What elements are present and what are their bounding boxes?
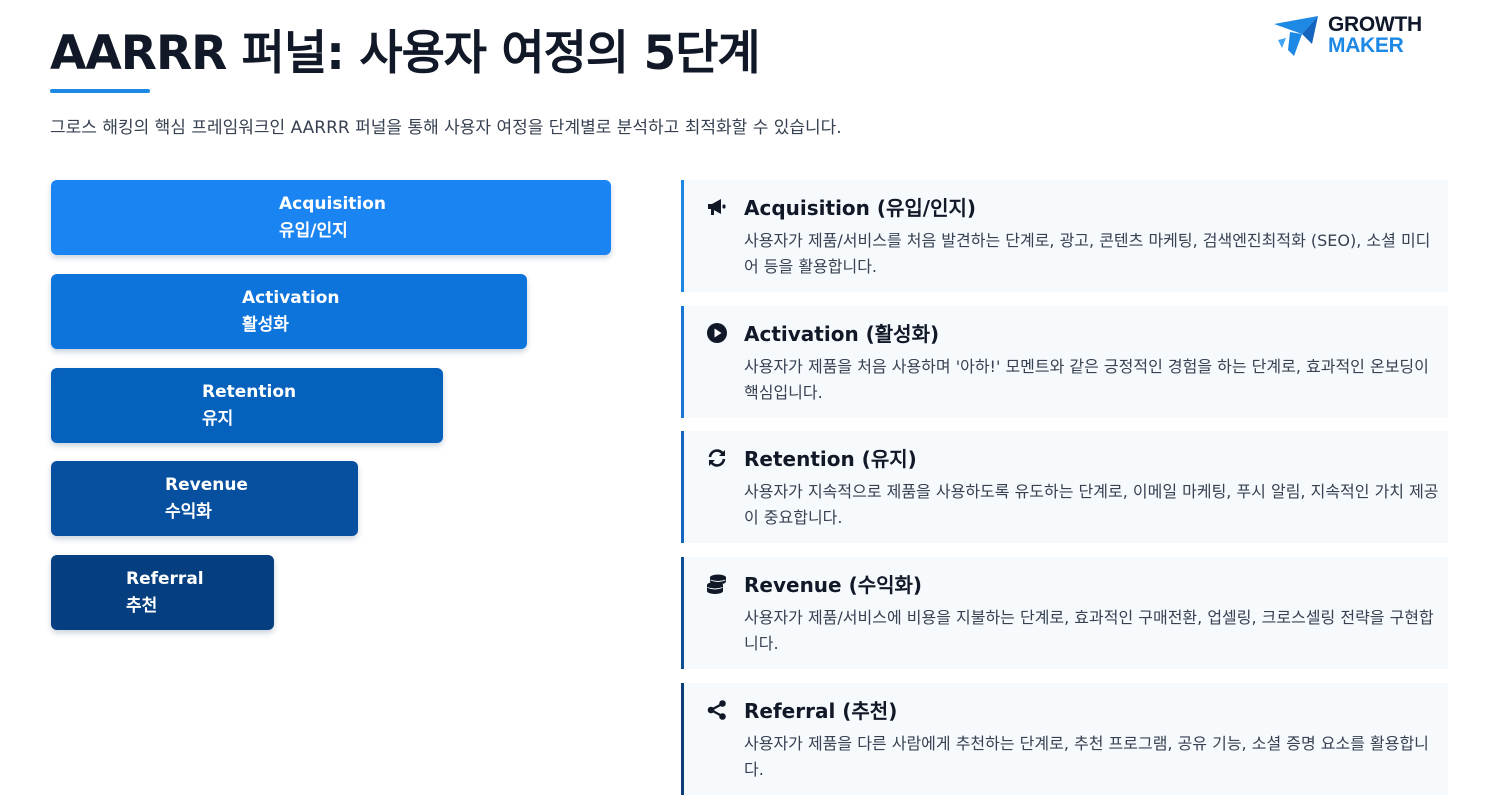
stage-title: Referral (추천) <box>744 699 898 723</box>
page-subtitle: 그로스 해킹의 핵심 프레임워크인 AARRR 퍼널을 통해 사용자 여정을 단… <box>50 118 842 138</box>
funnel-label-en: Revenue <box>165 474 248 495</box>
funnel-label-ko: 추천 <box>126 595 158 616</box>
logo-line-2: MAKER <box>1328 34 1404 57</box>
title-underline <box>50 89 150 93</box>
stage-description: 사용자가 지속적으로 제품을 사용하도록 유도하는 단계로, 이메일 마케팅, … <box>744 482 1439 527</box>
stage-title: Activation (활성화) <box>744 322 940 346</box>
stage-description: 사용자가 제품/서비스에 비용을 지불하는 단계로, 효과적인 구매전환, 업셀… <box>744 608 1434 653</box>
funnel-bar-retention: Retention 유지 <box>51 368 443 443</box>
stage-card-activation: Activation (활성화) 사용자가 제품을 처음 사용하며 '아하!' … <box>681 306 1448 418</box>
stage-description: 사용자가 제품을 처음 사용하며 '아하!' 모멘트와 같은 긍정적인 경험을 … <box>744 357 1429 402</box>
stage-description: 사용자가 제품을 다른 사람에게 추천하는 단계로, 추천 프로그램, 공유 기… <box>744 734 1429 779</box>
stage-title: Revenue (수익화) <box>744 573 923 597</box>
page-title: AARRR 퍼널: 사용자 여정의 5단계 <box>50 26 761 81</box>
funnel-label-en: Referral <box>126 568 204 589</box>
stage-description: 사용자가 제품/서비스를 처음 발견하는 단계로, 광고, 콘텐츠 마케팅, 검… <box>744 231 1431 276</box>
stage-title: Acquisition (유입/인지) <box>744 196 977 220</box>
funnel-label-ko: 수익화 <box>165 501 212 522</box>
growth-maker-logo: GROWTH MAKER <box>1272 12 1452 62</box>
share-icon <box>706 699 728 721</box>
funnel-bar-acquisition: Acquisition 유입/인지 <box>51 180 611 255</box>
megaphone-icon <box>706 196 728 218</box>
stage-title: Retention (유지) <box>744 447 917 471</box>
stage-card-referral: Referral (추천) 사용자가 제품을 다른 사람에게 추천하는 단계로,… <box>681 683 1448 795</box>
coins-icon <box>706 573 728 595</box>
rocket-arrow-logo-icon <box>1274 16 1318 56</box>
funnel-label-en: Acquisition <box>279 193 387 214</box>
funnel-label-ko: 유입/인지 <box>279 220 348 241</box>
funnel-bar-referral: Referral 추천 <box>51 555 274 630</box>
funnel-bar-revenue: Revenue 수익화 <box>51 461 358 536</box>
funnel-bar-activation: Activation 활성화 <box>51 274 527 349</box>
stage-card-revenue: Revenue (수익화) 사용자가 제품/서비스에 비용을 지불하는 단계로,… <box>681 557 1448 669</box>
stage-card-retention: Retention (유지) 사용자가 지속적으로 제품을 사용하도록 유도하는… <box>681 431 1448 543</box>
logo-line-1: GROWTH <box>1328 13 1422 36</box>
sync-icon <box>706 447 728 469</box>
stage-card-acquisition: Acquisition (유입/인지) 사용자가 제품/서비스를 처음 발견하는… <box>681 180 1448 292</box>
funnel-label-en: Retention <box>202 381 297 402</box>
funnel-label-ko: 활성화 <box>242 314 289 335</box>
play-circle-icon <box>706 322 728 344</box>
funnel-label-ko: 유지 <box>202 408 234 429</box>
logo-wordmark: GROWTH MAKER <box>1328 14 1422 56</box>
funnel-label-en: Activation <box>242 287 340 308</box>
